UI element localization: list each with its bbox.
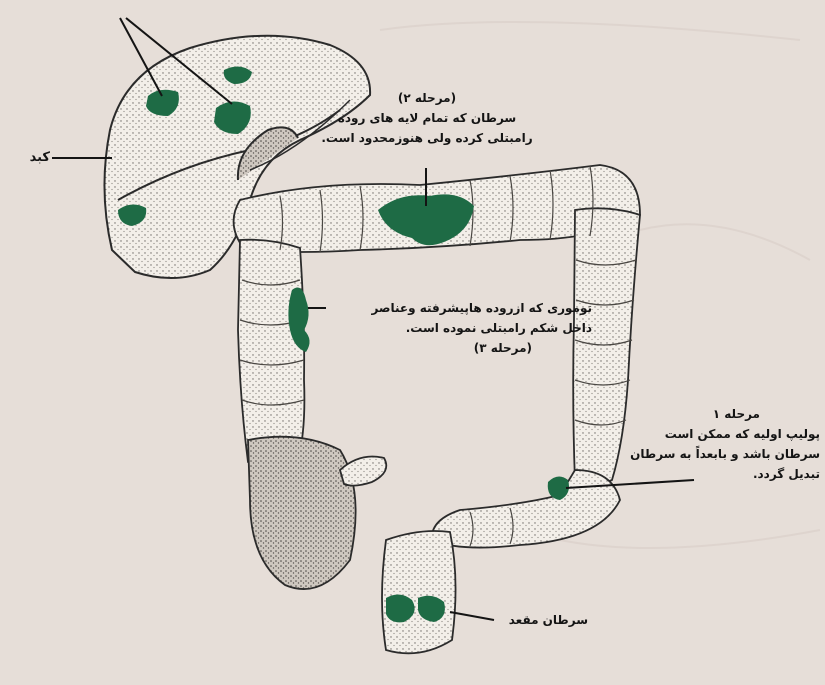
stage3-line2: داخل شکم رامبتلی نموده است. [322, 318, 592, 338]
rectal-cancer-label: سرطان مقعد [498, 610, 588, 630]
stage2-line2: رامبتلی کرده ولی هنوزمحدود است. [302, 128, 552, 148]
rectal-leader [450, 612, 494, 620]
stage2-line1: سرطان که تمام لایه های روده [302, 108, 552, 128]
stage1-line1: پولیپ اولیه که ممکن است [644, 424, 820, 444]
stage1-title: مرحله ۱ [644, 404, 760, 424]
stage1-line2: سرطان باشد و بابعداً به سرطان [644, 444, 820, 464]
stage3-line1: توموری که ازروده هاپیشرفته وعناصر [322, 298, 592, 318]
stage3-label: توموری که ازروده هاپیشرفته وعناصر داخل ش… [322, 298, 592, 358]
stage3-title: (مرحله ۳) [322, 338, 532, 358]
stage1-label: مرحله ۱ پولیپ اولیه که ممکن است سرطان با… [644, 404, 820, 484]
liver-label: کبد [6, 148, 50, 168]
stage2-label: (مرحله ۲) سرطان که تمام لایه های روده را… [302, 88, 552, 148]
stage2-title: (مرحله ۲) [302, 88, 552, 108]
stage1-line3: تبدیل گردد. [644, 464, 820, 484]
